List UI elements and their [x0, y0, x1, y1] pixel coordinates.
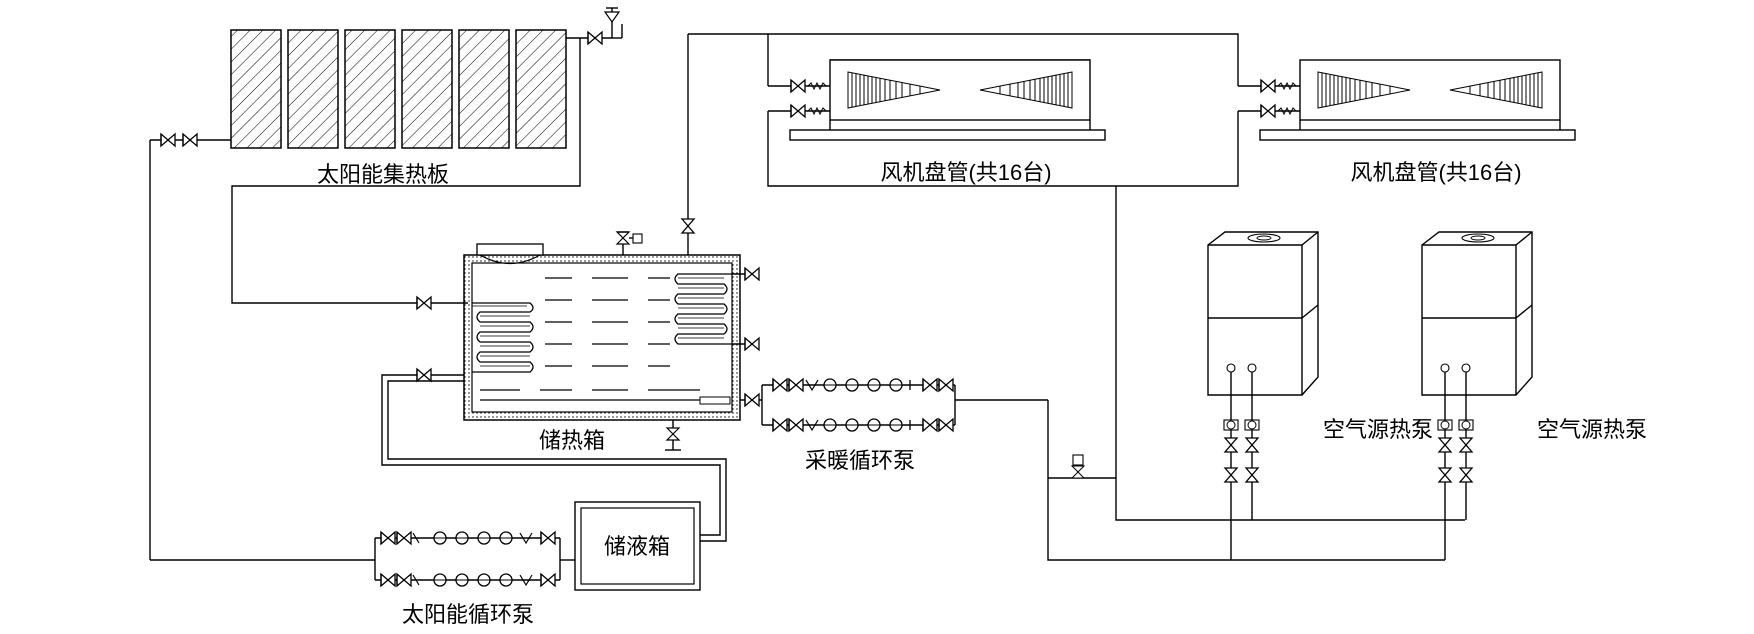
tank-fittings	[381, 34, 760, 542]
fan-coil-2-label: 风机盘管(共16台)	[1350, 160, 1521, 185]
fan-coil-piping	[688, 33, 1465, 521]
air-source-heat-pump-1	[1207, 231, 1319, 396]
storage-tank-label: 储热箱	[539, 428, 605, 453]
solar-collector-panel	[230, 29, 567, 149]
collector-outlet-valves	[566, 7, 623, 45]
fan-coil-unit-2	[1238, 59, 1576, 141]
liquid-tank-label: 储液箱	[604, 534, 670, 559]
heating-pump-label: 采暖循环泵	[805, 448, 915, 473]
fan-coil-unit-1	[768, 59, 1106, 141]
collector-inlet-valves	[149, 133, 231, 560]
heat-pump-1-label: 空气源热泵	[1323, 417, 1433, 442]
heat-pump-2-label: 空气源热泵	[1537, 417, 1647, 442]
air-source-heat-pump-2	[1421, 231, 1533, 396]
heat-pump-piping	[1047, 372, 1474, 561]
solar-pump-group	[150, 531, 575, 587]
fan-coil-1-label: 风机盘管(共16台)	[880, 160, 1051, 185]
storage-tank	[463, 243, 741, 421]
heating-pump-group	[740, 378, 1048, 432]
solar-pump-label: 太阳能循环泵	[402, 602, 534, 627]
liquid-tank	[574, 501, 701, 591]
solar-panel-label: 太阳能集热板	[317, 162, 449, 187]
